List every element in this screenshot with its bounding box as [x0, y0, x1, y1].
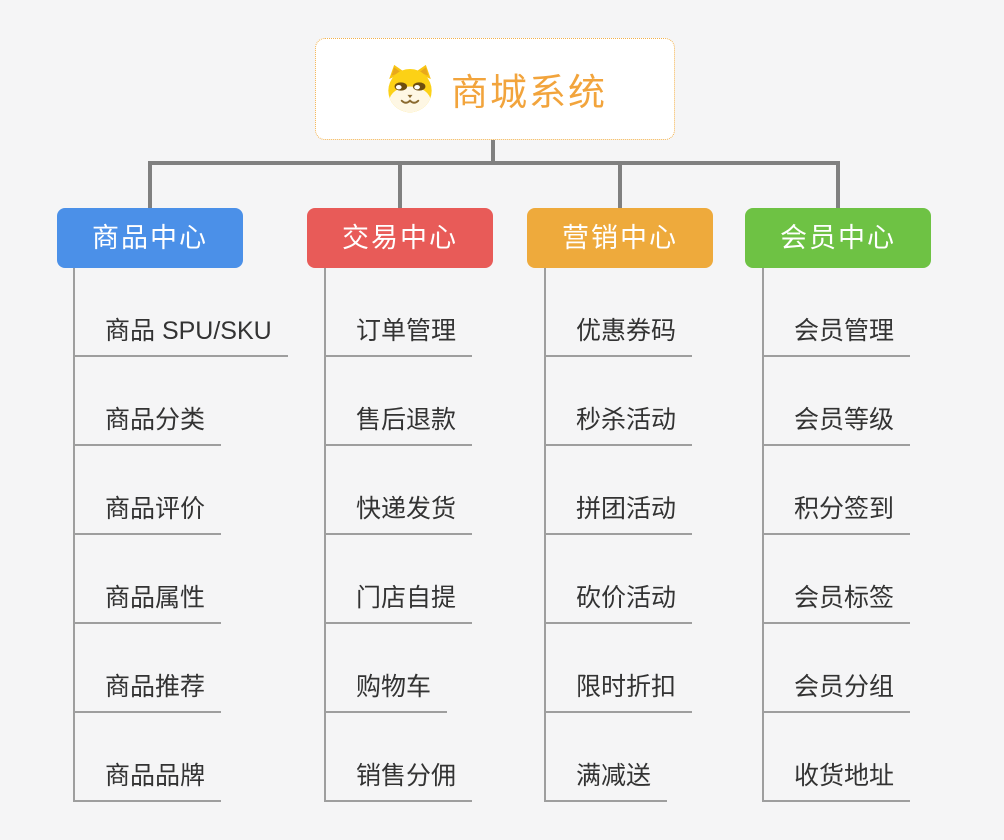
leaf-node[interactable]: 限时折扣: [544, 671, 693, 713]
branch-header-trade-center[interactable]: 交易中心: [307, 208, 493, 268]
leaf-node[interactable]: 收货地址: [762, 760, 911, 802]
leaf-node[interactable]: 商品 SPU/SKU: [73, 315, 288, 357]
leaf-node[interactable]: 优惠券码: [544, 315, 693, 357]
branch-line: [544, 268, 546, 802]
leaf-node[interactable]: 商品评价: [73, 493, 222, 535]
leaf-node[interactable]: 售后退款: [324, 404, 473, 446]
branch-header-marketing-center[interactable]: 营销中心: [527, 208, 713, 268]
leaf-node[interactable]: 商品属性: [73, 582, 222, 624]
connector-drop-products: [148, 163, 152, 208]
leaf-node[interactable]: 会员分组: [762, 671, 911, 713]
branch-header-member-center[interactable]: 会员中心: [745, 208, 931, 268]
leaf-node[interactable]: 快递发货: [324, 493, 473, 535]
leaf-node[interactable]: 商品品牌: [73, 760, 222, 802]
branch-header-product-center[interactable]: 商品中心: [57, 208, 243, 268]
dog-face-icon: [383, 64, 437, 114]
branch-line: [73, 268, 75, 802]
connector-drop-marketing: [618, 163, 622, 208]
branch-line: [324, 268, 326, 802]
root-node-mall-system[interactable]: 商城系统: [315, 38, 675, 140]
leaf-node[interactable]: 秒杀活动: [544, 404, 693, 446]
leaf-node[interactable]: 商品分类: [73, 404, 222, 446]
leaf-node[interactable]: 购物车: [324, 671, 448, 713]
leaf-node[interactable]: 销售分佣: [324, 760, 473, 802]
leaf-node[interactable]: 商品推荐: [73, 671, 222, 713]
leaf-node[interactable]: 拼团活动: [544, 493, 693, 535]
leaf-node[interactable]: 门店自提: [324, 582, 473, 624]
leaf-node[interactable]: 会员等级: [762, 404, 911, 446]
connector-bus: [148, 161, 840, 165]
leaf-node[interactable]: 会员管理: [762, 315, 911, 357]
leaf-node[interactable]: 积分签到: [762, 493, 911, 535]
branch-line: [762, 268, 764, 802]
connector-drop-trade: [398, 163, 402, 208]
connector-drop-members: [836, 163, 840, 208]
root-title: 商城系统: [451, 72, 607, 113]
leaf-node[interactable]: 会员标签: [762, 582, 911, 624]
connector-root-drop: [491, 140, 495, 163]
leaf-node[interactable]: 满减送: [544, 760, 668, 802]
leaf-node[interactable]: 砍价活动: [544, 582, 693, 624]
leaf-node[interactable]: 订单管理: [324, 315, 473, 357]
